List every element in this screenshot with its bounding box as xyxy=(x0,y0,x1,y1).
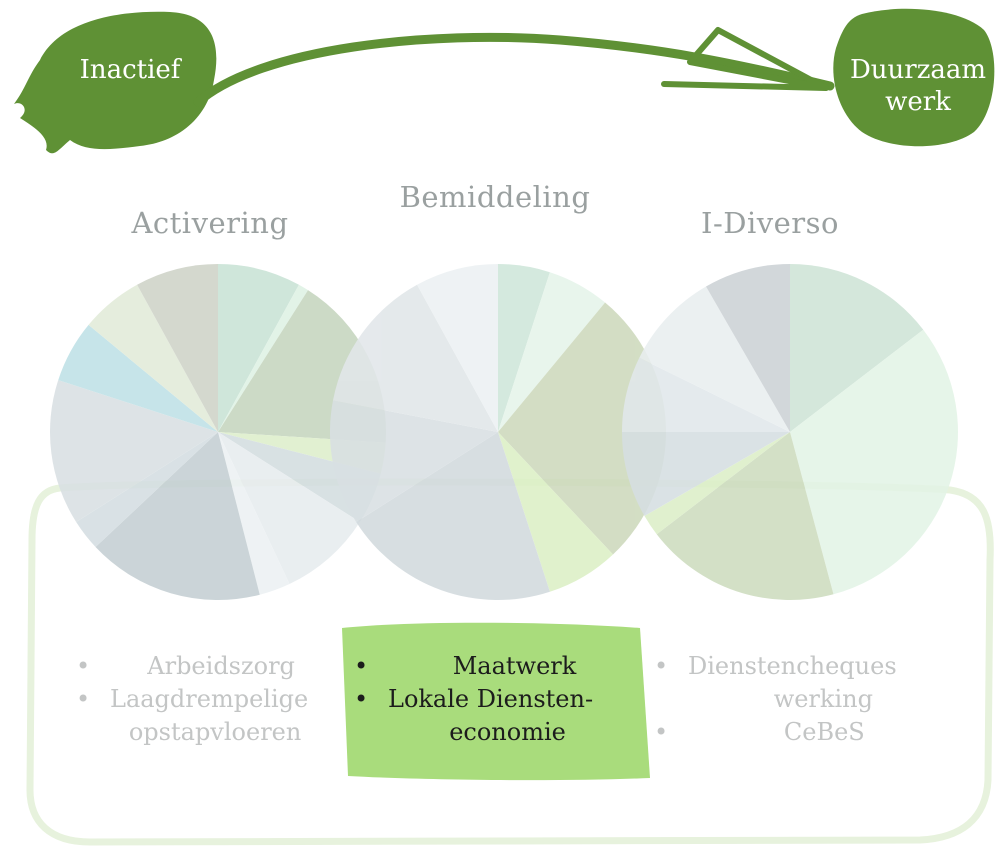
pie-slice xyxy=(498,302,666,555)
list-text: Maatwerk xyxy=(452,652,577,680)
title-bemiddeling: Bemiddeling xyxy=(399,180,591,214)
list-item-continuation: werking xyxy=(654,683,897,716)
pie-slice xyxy=(50,380,219,523)
pie-slice xyxy=(218,432,290,595)
pie-slice xyxy=(417,264,498,432)
pie-slice xyxy=(95,432,260,600)
list-text: Lokale Diensten- xyxy=(388,685,594,713)
bullet-icon: • xyxy=(76,652,91,680)
pie-slice xyxy=(639,286,790,432)
list-text: opstapvloeren xyxy=(128,718,302,746)
bullet-icon: • xyxy=(76,685,91,713)
duurzaam-label-line2: werk xyxy=(885,87,951,117)
pie-slice xyxy=(498,264,550,432)
list-item-arbeidszorg: • Arbeidszorg xyxy=(76,650,308,683)
title-activering: Activering xyxy=(131,206,289,240)
pie-slice xyxy=(498,432,614,592)
pie-slice xyxy=(218,432,381,523)
duurzaam-label-line1: Duurzaam xyxy=(849,55,987,85)
pie-bemiddeling xyxy=(330,264,666,600)
pie-slice xyxy=(706,264,790,432)
pie-slice xyxy=(58,324,218,432)
duurzaam-label: Duurzaam werk xyxy=(840,54,996,118)
list-right: • Dienstencheques werking • CeBeS xyxy=(654,650,897,749)
list-left: • Arbeidszorg • Laagdrempelige opstapvlo… xyxy=(76,650,308,749)
bullet-icon: • xyxy=(354,652,369,680)
duurzaam-blob xyxy=(833,8,995,147)
list-item-continuation: economie xyxy=(354,716,593,749)
title-i-diverso: I-Diverso xyxy=(700,206,840,240)
list-text: economie xyxy=(449,718,566,746)
pie-slice xyxy=(656,432,834,601)
pie-slice xyxy=(644,432,790,535)
list-text: Dienstencheques xyxy=(688,652,897,680)
list-item-continuation: opstapvloeren xyxy=(76,716,308,749)
pie-slice xyxy=(356,432,550,600)
bullet-icon: • xyxy=(354,685,369,713)
pie-slice xyxy=(330,400,498,523)
pie-slice xyxy=(88,284,218,432)
inactief-blob xyxy=(14,11,217,154)
pie-slice xyxy=(218,284,309,432)
bullet-icon: • xyxy=(654,718,669,746)
pie-slice xyxy=(790,264,924,432)
pie-slice xyxy=(498,272,606,432)
progress-arrow-head xyxy=(661,27,829,91)
pie-slice xyxy=(137,264,218,432)
list-text: werking xyxy=(773,685,873,713)
list-center: • Maatwerk • Lokale Diensten- economie xyxy=(354,650,593,749)
pie-slice xyxy=(332,284,498,432)
list-item-cebes: • CeBeS xyxy=(654,716,897,749)
highlight-box xyxy=(342,622,650,781)
list-text: Laagdrempelige xyxy=(110,685,309,713)
pie-slice xyxy=(790,329,958,595)
pie-slice xyxy=(218,264,299,432)
list-text: Arbeidszorg xyxy=(147,652,295,680)
progress-arrow-arc xyxy=(193,32,835,107)
list-item-lokale-diensten: • Lokale Diensten- xyxy=(354,683,593,716)
pie-slice xyxy=(622,357,790,432)
pie-slice xyxy=(76,432,218,548)
pie-i-diverso xyxy=(622,264,958,601)
bullet-icon: • xyxy=(654,652,669,680)
pie-slice xyxy=(218,432,360,585)
list-text: CeBeS xyxy=(783,718,865,746)
list-item-dienstencheques: • Dienstencheques xyxy=(654,650,897,683)
inactief-label: Inactief xyxy=(79,55,181,85)
list-item-laagdrempelige: • Laagdrempelige xyxy=(76,683,308,716)
list-item-maatwerk: • Maatwerk xyxy=(354,650,593,683)
pie-slice xyxy=(622,432,790,516)
